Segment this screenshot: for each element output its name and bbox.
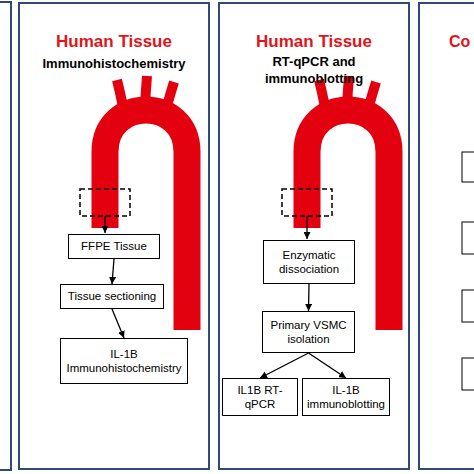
cropped-process-box: [462, 290, 474, 322]
process-box: FFPE Tissue: [68, 234, 160, 259]
box-label: Tissue sectioning: [68, 289, 156, 303]
sample-arrow: [306, 216, 307, 239]
process-box: IL-1B immunoblotting: [302, 378, 390, 416]
aorta-illustration: [282, 76, 389, 330]
aortic-arch: [307, 110, 389, 330]
cropped-process-box: [462, 358, 474, 390]
cropped-process-box: [462, 222, 474, 254]
cropped-process-box: [462, 152, 474, 182]
panel-heading: Human Tissue: [220, 32, 408, 52]
panel-subheading: RT-qPCR and immunoblotting: [258, 54, 370, 88]
flow-arrow: [260, 353, 309, 378]
study-panel: Co: [418, 2, 474, 470]
panel-heading: Co: [449, 32, 474, 51]
process-box: IL1B RT-qPCR: [222, 378, 298, 416]
dashed-region-box: [282, 189, 332, 216]
box-label: Primary VSMC isolation: [266, 318, 351, 347]
box-label: FFPE Tissue: [81, 239, 147, 253]
panel-heading: Human Tissue: [20, 32, 208, 52]
panel-subheading: Immunohistochemistry: [20, 56, 208, 73]
process-box: IL-1B Immunohistochemistry: [60, 338, 188, 384]
process-box: Tissue sectioning: [60, 284, 164, 309]
box-label: IL-1B immunoblotting: [306, 383, 386, 412]
box-label: IL1B RT-qPCR: [226, 383, 294, 412]
flow-arrow: [112, 259, 114, 284]
process-box: Primary VSMC isolation: [262, 311, 355, 353]
flow-arrow: [309, 353, 347, 378]
box-label: IL-1B Immunohistochemistry: [64, 347, 184, 376]
study-panel: Human TissueRT-qPCR and immunoblottingEn…: [218, 2, 410, 470]
flow-arrow: [112, 309, 124, 338]
flow-arrow: [308, 284, 310, 311]
box-label: Enzymatic dissociation: [267, 248, 351, 277]
cropped-panel-border: [0, 2, 11, 470]
process-box: Enzymatic dissociation: [263, 240, 355, 284]
sample-arrow: [104, 216, 105, 233]
study-panel: Human TissueImmunohistochemistryFFPE Tis…: [18, 2, 210, 470]
dashed-region-box: [80, 189, 130, 216]
